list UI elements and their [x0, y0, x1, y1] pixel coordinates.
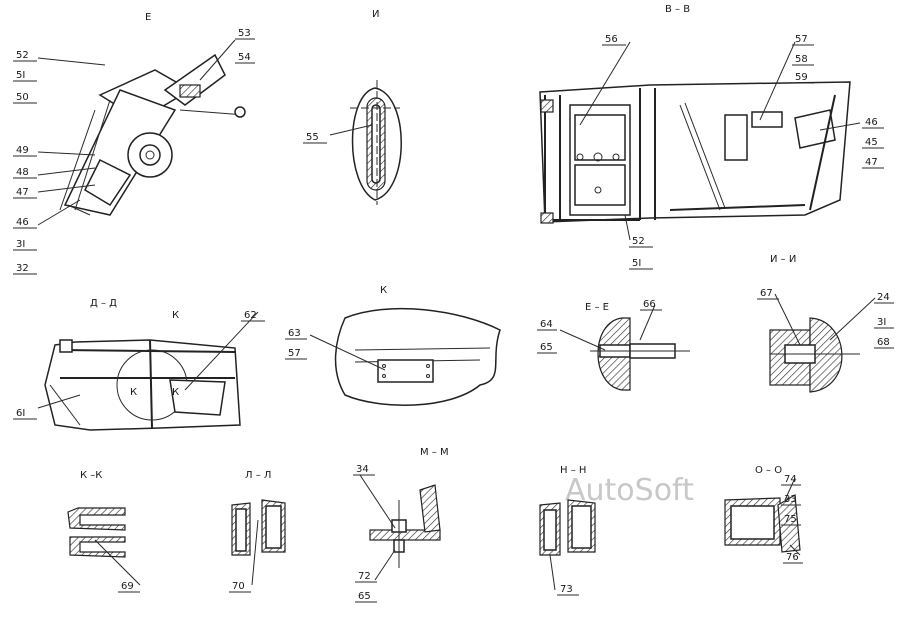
callout-label: 48 [16, 167, 29, 178]
section-title-i-i: И – И [770, 254, 796, 265]
view-v-v-drawing [539, 81, 851, 224]
view-mark-k: К [172, 310, 179, 321]
callout-label: 68 [877, 337, 890, 348]
callout-label: 46 [865, 117, 878, 128]
callout-label: 5I [16, 70, 25, 81]
callout-label: 65 [540, 342, 553, 353]
section-title-k-k: К –К [80, 470, 102, 481]
section-title-n-n: Н – Н [560, 465, 586, 476]
callout-label: 33 [784, 494, 797, 505]
callout-label: 46 [16, 217, 29, 228]
section-i-i-drawing [769, 317, 860, 393]
view-i-drawing [350, 80, 402, 205]
section-title-m-m: М – М [420, 447, 449, 458]
callout-label: 53 [238, 28, 251, 39]
callout-label: 65 [358, 591, 371, 602]
callout-label: 69 [121, 581, 134, 592]
section-title-e: Е [145, 12, 151, 23]
section-o-o-drawing [724, 494, 801, 553]
callout-label: 76 [786, 552, 799, 563]
callout-label: 58 [795, 54, 808, 65]
callout-label: 50 [16, 92, 29, 103]
callout-label: 57 [795, 34, 808, 45]
callout-label: 52 [16, 50, 29, 61]
callout-label: 63 [288, 328, 301, 339]
section-title-d-d: Д – Д [90, 298, 117, 309]
callout-label: 45 [865, 137, 878, 148]
callout-label: 70 [232, 581, 245, 592]
callout-label: 73 [560, 584, 573, 595]
callout-label: 3I [16, 239, 25, 250]
callout-label: 24 [877, 292, 890, 303]
view-mark-k-right: К [172, 387, 179, 398]
leader-lines [37, 39, 876, 591]
callout-label: 5I [632, 258, 641, 269]
callout-label: 74 [784, 474, 797, 485]
callout-label: 3I [877, 317, 886, 328]
view-k-drawing [334, 307, 501, 406]
section-title-k: К [380, 285, 387, 296]
section-title-e-e: Е – Е [585, 302, 609, 313]
callout-label: 57 [288, 348, 301, 359]
callout-label: 52 [632, 236, 645, 247]
callout-label: 59 [795, 72, 808, 83]
callout-label: 75 [784, 514, 797, 525]
callout-label: 62 [244, 310, 257, 321]
section-k-k-drawing [67, 507, 126, 558]
callout-label: 47 [16, 187, 29, 198]
callout-label: 66 [643, 299, 656, 310]
section-e-e-drawing [590, 317, 690, 391]
callout-label: 64 [540, 319, 553, 330]
callout-label: 34 [356, 464, 369, 475]
callout-label: 55 [306, 132, 319, 143]
callout-label: 47 [865, 157, 878, 168]
callout-label: 6I [16, 408, 25, 419]
callout-layer: 52 5I 50 53 54 49 48 47 46 3I 32 55 56 57 58 59 46 45 47 52… [13, 28, 894, 603]
callout-label: 72 [358, 571, 371, 582]
callout-label: 54 [238, 52, 251, 63]
section-m-m-drawing [369, 484, 441, 568]
view-mark-k-left: К [130, 387, 137, 398]
section-title-o-o: О – О [755, 465, 782, 476]
section-title-i: И [372, 9, 379, 20]
section-n-n-drawing [539, 499, 596, 556]
view-e-drawing [59, 53, 246, 216]
callout-label: 56 [605, 34, 618, 45]
view-d-d-drawing [44, 339, 241, 431]
callout-label: 67 [760, 288, 773, 299]
callout-label: 32 [16, 263, 29, 274]
callout-label: 49 [16, 145, 29, 156]
section-title-l-l: Л – Л [245, 470, 271, 481]
section-title-v-v: В – В [665, 4, 690, 15]
section-l-l-drawing [231, 499, 286, 556]
